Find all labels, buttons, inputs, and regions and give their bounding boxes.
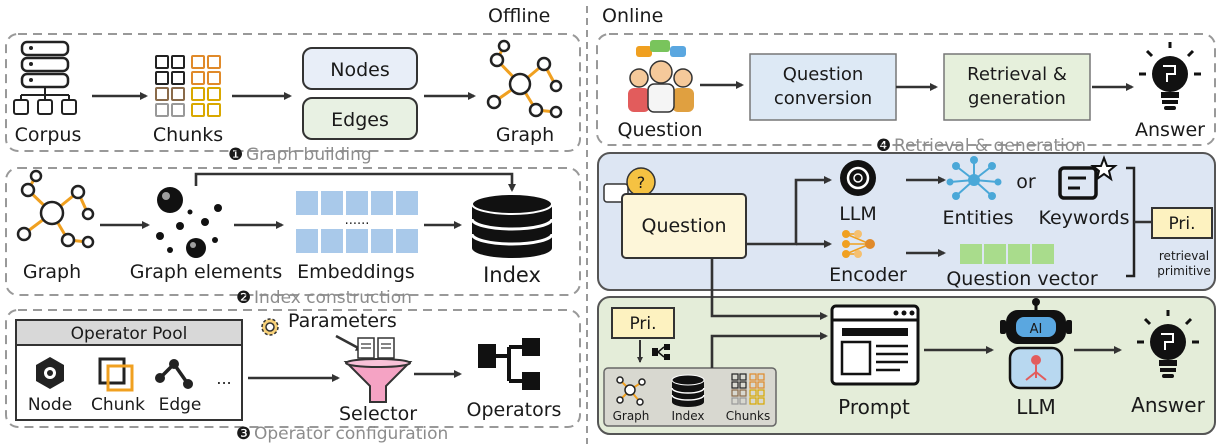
corpus-label: Corpus bbox=[15, 124, 82, 146]
online-header: Online bbox=[602, 5, 663, 27]
question-box-label: Question bbox=[642, 215, 727, 237]
step-1-number: ❶ bbox=[228, 145, 243, 165]
more-operators-ellipsis: ... bbox=[216, 369, 231, 388]
chunks-small-icon bbox=[731, 373, 765, 405]
selector-label: Selector bbox=[339, 403, 417, 425]
hierarchy-small-icon bbox=[652, 344, 670, 360]
question-vector-bars bbox=[960, 244, 1054, 264]
operator-pool-title: Operator Pool bbox=[71, 324, 188, 344]
graph-label-top: Graph bbox=[496, 124, 554, 146]
graph-label-mid: Graph bbox=[23, 261, 81, 283]
source-index-label: Index bbox=[671, 409, 704, 423]
chunk-operator-icon bbox=[98, 357, 134, 392]
retrieval-primitive-line2: primitive bbox=[1157, 264, 1210, 278]
operators-hierarchy-icon bbox=[478, 338, 540, 390]
question-conversion-line1: Question bbox=[783, 64, 864, 85]
ai-label: AI bbox=[1030, 322, 1043, 337]
gear-icon bbox=[261, 318, 279, 336]
question-box bbox=[621, 193, 747, 259]
embeddings-label: Embeddings bbox=[297, 261, 415, 283]
graph-elements-icon bbox=[156, 187, 222, 258]
step-1-label: Graph building bbox=[246, 145, 372, 165]
robot-llm-icon: AI bbox=[1000, 298, 1072, 390]
llm-label-bottom: LLM bbox=[1016, 395, 1056, 419]
source-chunks-label: Chunks bbox=[726, 409, 770, 423]
operator-pool-header bbox=[17, 321, 241, 345]
retrieval-generation-line1: Retrieval & bbox=[967, 64, 1067, 85]
step-3-label: Operator configuration bbox=[254, 424, 448, 444]
llm-icon bbox=[840, 160, 876, 196]
offline-header: Offline bbox=[488, 5, 550, 27]
graph-building-panel bbox=[5, 33, 581, 152]
index-construction-panel bbox=[5, 167, 581, 296]
encoder-label: Encoder bbox=[829, 264, 907, 286]
edges-box bbox=[302, 97, 418, 140]
edge-operator-label: Edge bbox=[159, 395, 202, 415]
node-operator-label: Node bbox=[28, 395, 72, 415]
question-to-llm-arrow bbox=[746, 176, 832, 246]
lightbulb-icon-bottom bbox=[1137, 310, 1199, 378]
chunks-grid-icon bbox=[155, 55, 221, 117]
encoder-icon bbox=[842, 230, 875, 258]
question-to-prompt-arrow bbox=[710, 258, 828, 320]
retrieval-generation-line2: generation bbox=[968, 88, 1066, 109]
sources-to-prompt-arrow bbox=[710, 332, 828, 368]
step-2-label: Index construction bbox=[254, 288, 412, 308]
question-mark: ? bbox=[637, 173, 646, 192]
step-3-number: ❸ bbox=[236, 424, 251, 444]
prompt-label: Prompt bbox=[838, 395, 910, 419]
pri-box-mid bbox=[1151, 207, 1213, 239]
lightbulb-icon bbox=[1139, 42, 1201, 110]
chunk-operator-label: Chunk bbox=[91, 395, 145, 415]
question-vector-label: Question vector bbox=[946, 268, 1097, 290]
question-conversion-line2: conversion bbox=[774, 88, 872, 109]
answer-label-bottom: Answer bbox=[1131, 393, 1205, 417]
entities-label: Entities bbox=[942, 207, 1013, 229]
edges-label: Edges bbox=[331, 109, 389, 131]
entities-icon bbox=[946, 156, 1002, 200]
nodes-box bbox=[302, 47, 418, 90]
graph-elements-label: Graph elements bbox=[130, 261, 283, 283]
step-4-number: ❹ bbox=[876, 136, 891, 156]
source-graph-label: Graph bbox=[613, 409, 650, 423]
online-answer-label: Answer bbox=[1135, 119, 1205, 141]
index-small-icon bbox=[671, 374, 705, 407]
operator-config-panel bbox=[5, 309, 581, 428]
retrieval-generation-box bbox=[943, 53, 1091, 121]
node-operator-icon bbox=[36, 357, 64, 389]
step-4-label: Retrieval & generation bbox=[894, 136, 1086, 156]
pri-box-bottom bbox=[611, 307, 675, 339]
people-icon bbox=[628, 40, 694, 113]
embeddings-dots: ...... bbox=[345, 213, 370, 228]
index-label: Index bbox=[483, 263, 541, 287]
graph-network-icon-2 bbox=[16, 169, 95, 249]
pri-label-mid: Pri. bbox=[1168, 214, 1195, 234]
selector-funnel-icon bbox=[343, 337, 413, 403]
pri-label-bottom: Pri. bbox=[629, 314, 656, 334]
chunks-label: Chunks bbox=[153, 124, 223, 146]
database-icon bbox=[13, 40, 77, 115]
prompt-window-icon bbox=[830, 304, 920, 386]
parameters-label: Parameters bbox=[288, 310, 397, 332]
graph-small-icon bbox=[616, 376, 646, 406]
embeddings-grid bbox=[296, 191, 418, 253]
online-question-label: Question bbox=[618, 119, 703, 141]
keywords-label: Keywords bbox=[1038, 207, 1129, 229]
retrieval-primitive-line1: retrieval bbox=[1159, 249, 1209, 263]
operators-label: Operators bbox=[467, 399, 562, 421]
graph-network-icon bbox=[486, 39, 563, 119]
edge-operator-icon bbox=[155, 359, 193, 389]
step-2-number: ❷ bbox=[236, 288, 251, 308]
elements-to-index-arrow bbox=[194, 172, 516, 192]
keywords-icon bbox=[1058, 155, 1118, 200]
or-label: or bbox=[1016, 171, 1036, 193]
nodes-label: Nodes bbox=[330, 59, 390, 81]
llm-label-mid: LLM bbox=[839, 203, 877, 225]
index-database-icon bbox=[470, 193, 554, 258]
